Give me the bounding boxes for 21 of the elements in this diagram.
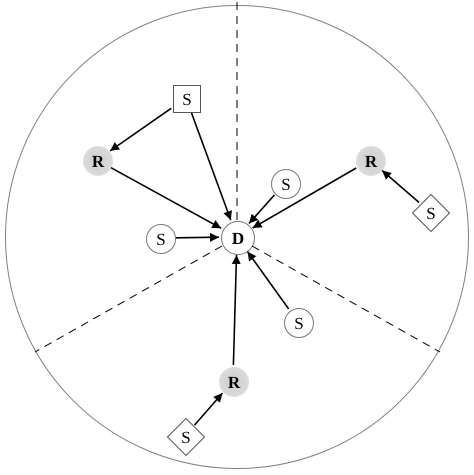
diamond-node: S	[167, 418, 205, 456]
arrow	[252, 167, 357, 229]
diamond-node: S	[412, 194, 450, 232]
arrow	[110, 167, 222, 229]
circle-node: S	[146, 224, 176, 254]
circle-node: S	[271, 169, 301, 199]
arrow	[110, 108, 172, 152]
arrow	[248, 194, 275, 224]
boundary-circle	[5, 5, 469, 469]
arrow	[382, 170, 420, 204]
arrow	[176, 232, 220, 242]
arrow	[246, 251, 290, 310]
arrow	[190, 112, 232, 220]
shaded-node: R	[83, 146, 113, 176]
circle-node: S	[284, 308, 314, 338]
shaded-node: R	[356, 146, 386, 176]
shaded-node: R	[219, 367, 249, 397]
circle-node: D	[221, 221, 255, 255]
arrow	[232, 254, 241, 366]
arrow	[194, 392, 224, 426]
square-node: S	[173, 85, 201, 113]
